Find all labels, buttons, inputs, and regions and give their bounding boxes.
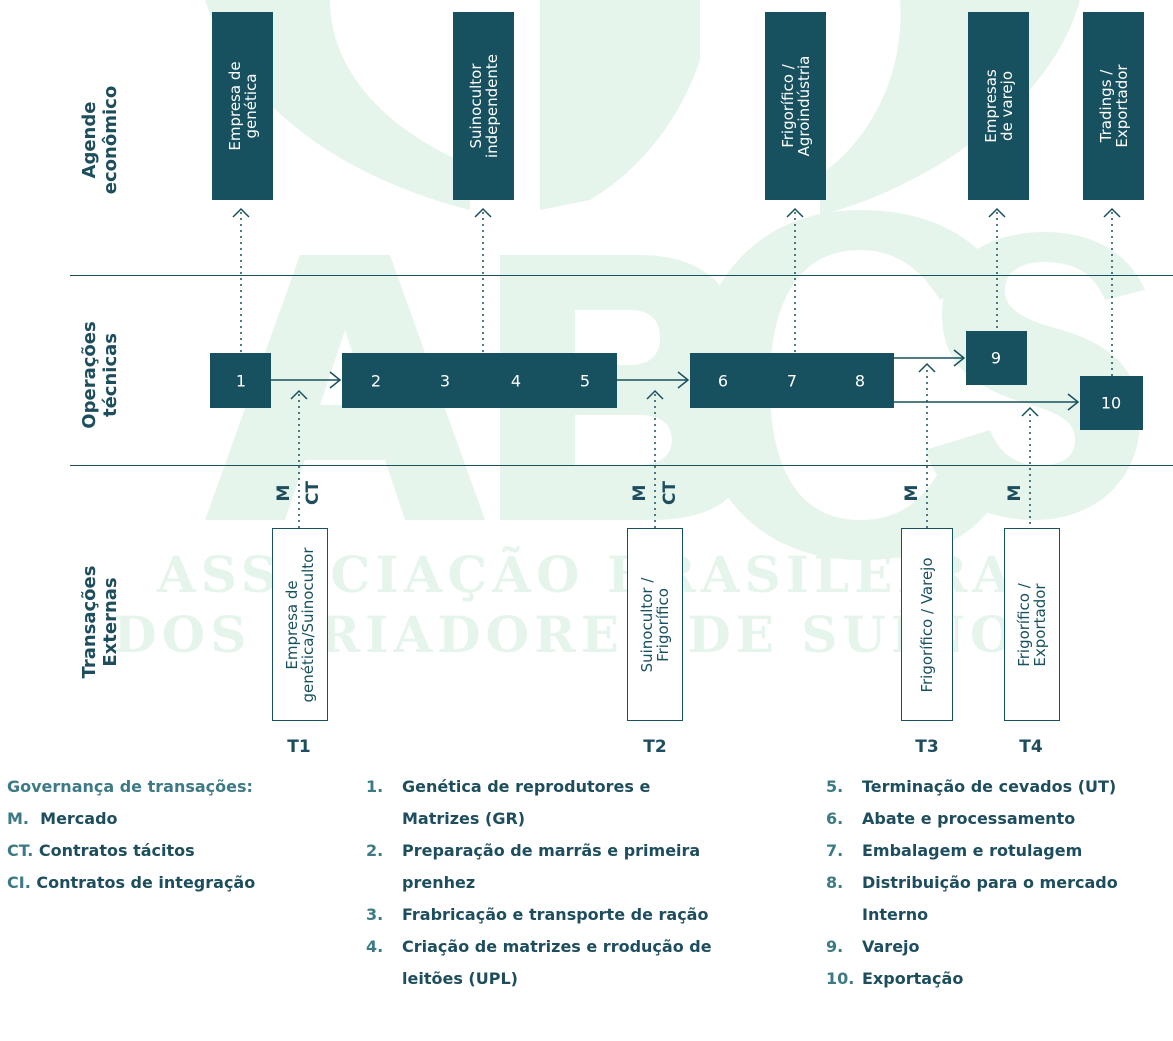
agent-box-farmer: Suinocultor independente	[453, 12, 514, 200]
agent-label-retail: Empresas de varejo	[981, 69, 1016, 143]
row-label-transactions: Transações Externas	[79, 565, 121, 679]
operation-number: 8	[854, 371, 866, 391]
governance-tag-m: M	[630, 484, 650, 502]
agent-label-farmer: Suinocultor independente	[466, 53, 501, 159]
row-label-agent: Agende econômico	[79, 85, 121, 195]
legend-text: Mercado	[40, 809, 118, 828]
operation-box-2-5	[342, 353, 617, 408]
agent-label-slaughterhouse: Frigorífico / Agroindústria	[778, 55, 813, 157]
legend-text: Exportação	[862, 969, 964, 988]
legend-text: Varejo	[862, 937, 920, 956]
transaction-id-t1: T1	[287, 737, 311, 757]
transaction-label-t1: Empresa de genética/Suinocultor	[283, 546, 317, 703]
legend-governance: Governança de transações: M. Mercado CT.…	[7, 771, 255, 899]
row-divider-top	[70, 275, 1173, 276]
legend-steps-col2: 5. Terminação de cevados (UT) 6. Abate e p…	[826, 771, 1118, 995]
transaction-box-t4: Frigorífico / Exportador	[1004, 528, 1060, 721]
operation-number: 4	[510, 371, 522, 391]
operation-box-9	[966, 331, 1027, 385]
governance-tag-m: M	[274, 484, 294, 502]
operation-number: 6	[717, 371, 729, 391]
legend-text: Terminação de cevados (UT)	[862, 777, 1117, 796]
agent-label-genetics: Empresa de genética	[225, 61, 260, 151]
legend-text: Criação de matrizes e rrodução de	[402, 937, 712, 956]
legend-text: Embalagem e rotulagem	[862, 841, 1083, 860]
legend-key: M.	[7, 809, 29, 828]
transaction-id-t3: T3	[915, 737, 939, 757]
operation-number: 1	[235, 371, 247, 391]
transaction-box-t3: Frigorífico / Varejo	[901, 528, 953, 721]
row-label-operations: Operações técnicas	[79, 321, 121, 429]
transaction-box-t1: Empresa de genética/Suinocultor	[272, 528, 328, 721]
operation-number: 10	[1100, 393, 1122, 413]
legend-key: CI.	[7, 873, 31, 892]
agent-box-retail: Empresas de varejo	[968, 12, 1029, 200]
legend-text: prenhez	[402, 873, 476, 892]
transaction-label-t3: Frigorífico / Varejo	[918, 556, 936, 693]
operation-number: 7	[786, 371, 798, 391]
agent-box-genetics: Empresa de genética	[212, 12, 273, 200]
agent-box-slaughterhouse: Frigorífico / Agroindústria	[765, 12, 826, 200]
legend-key: 3.	[366, 905, 384, 924]
legend-text: Contratos tácitos	[38, 841, 195, 860]
governance-tag-m: M	[902, 484, 922, 502]
transaction-id-t4: T4	[1019, 737, 1043, 757]
governance-tag-ct: CT	[303, 480, 323, 506]
legend-text: leitões (UPL)	[402, 969, 518, 988]
legend-steps-col1: 1. Genética de reprodutores e Matrizes (G…	[366, 771, 712, 995]
legend-governance-title: Governança de transações:	[7, 777, 253, 796]
legend-key: 4.	[366, 937, 384, 956]
legend-text: Preparação de marrãs e primeira	[402, 841, 701, 860]
legend-text: Frabricação e transporte de ração	[402, 905, 709, 924]
legend-text: Matrizes (GR)	[402, 809, 526, 828]
legend-key: 1.	[366, 777, 384, 796]
legend-key: 6.	[826, 809, 844, 828]
transaction-id-t2: T2	[643, 737, 667, 757]
operation-box-1	[210, 353, 271, 408]
operation-box-6-8	[690, 353, 894, 408]
watermark-line-1: ASSOCIAÇÃO BRASILEIRA	[156, 545, 1017, 604]
transaction-label-t2: Suinocultor / Frigorífico	[638, 577, 672, 672]
agent-box-exporter: Tradings / Exportador	[1083, 12, 1144, 200]
operation-number: 9	[990, 348, 1002, 368]
legend-text: Genética de reprodutores e	[402, 777, 651, 796]
legend-text: Contratos de integração	[36, 873, 256, 892]
operation-number: 2	[370, 371, 382, 391]
transaction-box-t2: Suinocultor / Frigorífico	[627, 528, 683, 721]
legend-key: 5.	[826, 777, 844, 796]
legend-text: Distribuição para o mercado	[862, 873, 1118, 892]
agent-label-exporter: Tradings / Exportador	[1096, 64, 1131, 148]
operation-box-10	[1080, 376, 1143, 430]
governance-tag-ct: CT	[660, 480, 680, 506]
legend-key: 9.	[826, 937, 844, 956]
legend-key: 2.	[366, 841, 384, 860]
governance-tag-m: M	[1005, 484, 1025, 502]
legend-key: 7.	[826, 841, 844, 860]
legend-key: CT.	[7, 841, 34, 860]
legend-text: Abate e processamento	[862, 809, 1076, 828]
watermark-line-2: DOS CRIADORES DE SUÍNOS	[113, 605, 1060, 664]
transaction-label-t4: Frigorífico / Exportador	[1015, 582, 1049, 667]
operation-number: 5	[579, 371, 591, 391]
row-divider-bottom	[70, 465, 1173, 466]
operation-number: 3	[439, 371, 451, 391]
legend-text: Interno	[862, 905, 929, 924]
legend-key: 10.	[826, 969, 855, 988]
legend-key: 8.	[826, 873, 844, 892]
